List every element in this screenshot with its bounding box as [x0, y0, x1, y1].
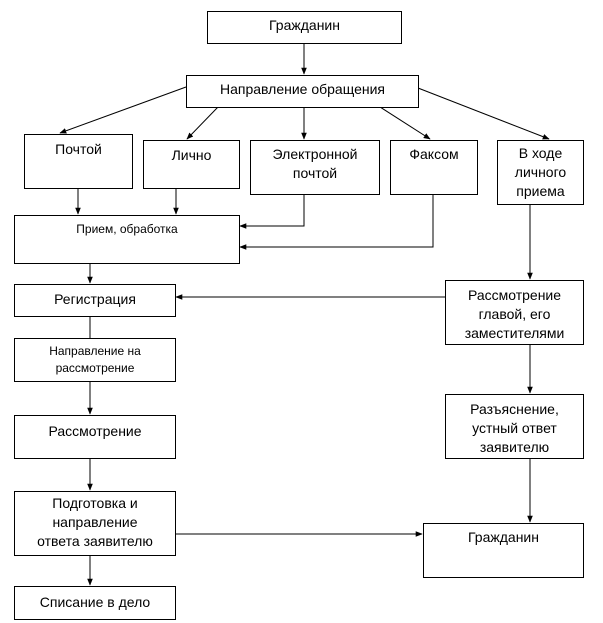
node-registration: Регистрация: [14, 284, 176, 317]
edge-direction-to-fax: [379, 106, 431, 140]
node-referral-for-review: Направление на рассмотрение: [14, 338, 176, 382]
edge-email-to-processing: [239, 194, 305, 229]
node-appeal-direction: Направление обращения: [186, 75, 419, 108]
node-label: Гражданин: [269, 17, 340, 33]
edge-direction-to-mail: [59, 86, 187, 134]
node-label: Лично: [171, 147, 212, 163]
node-by-mail: Почтой: [24, 134, 133, 189]
node-label: Рассмотрение главой, его заместителями: [464, 287, 565, 341]
node-label: Прием, обработка: [76, 222, 178, 236]
node-label: Гражданин: [468, 529, 539, 545]
node-in-person: Лично: [143, 140, 240, 189]
node-receipt-processing: Прием, обработка: [14, 215, 240, 264]
node-citizen-bottom: Гражданин: [423, 523, 584, 578]
node-review-by-head: Рассмотрение главой, его заместителями: [445, 280, 584, 345]
node-label: Факсом: [409, 146, 459, 162]
edge-direction-to-inperson: [186, 106, 219, 140]
node-label: Разъяснение, устный ответ заявителю: [470, 401, 559, 455]
node-citizen-top: Гражданин: [207, 11, 402, 44]
node-oral-response: Разъяснение, устный ответ заявителю: [445, 394, 584, 459]
node-label: Электронной почтой: [272, 146, 358, 181]
node-label: Списание в дело: [39, 594, 151, 610]
node-label: Почтой: [55, 141, 102, 157]
node-by-fax: Факсом: [390, 140, 478, 195]
edge-direction-to-reception: [417, 87, 550, 140]
node-label: В ходе личного приема: [514, 145, 567, 199]
edge-fax-to-processing: [239, 194, 434, 250]
node-prepare-response: Подготовка и направление ответа заявител…: [14, 491, 176, 556]
node-label: Направление обращения: [219, 81, 385, 97]
node-label: Подготовка и направление ответа заявител…: [37, 495, 153, 549]
node-personal-reception: В ходе личного приема: [497, 140, 584, 205]
node-label: Рассмотрение: [48, 423, 142, 439]
node-archive: Списание в дело: [14, 586, 176, 620]
node-label: Регистрация: [54, 291, 136, 307]
node-review: Рассмотрение: [14, 415, 176, 459]
node-by-email: Электронной почтой: [250, 140, 380, 195]
node-label: Направление на рассмотрение: [49, 344, 141, 375]
